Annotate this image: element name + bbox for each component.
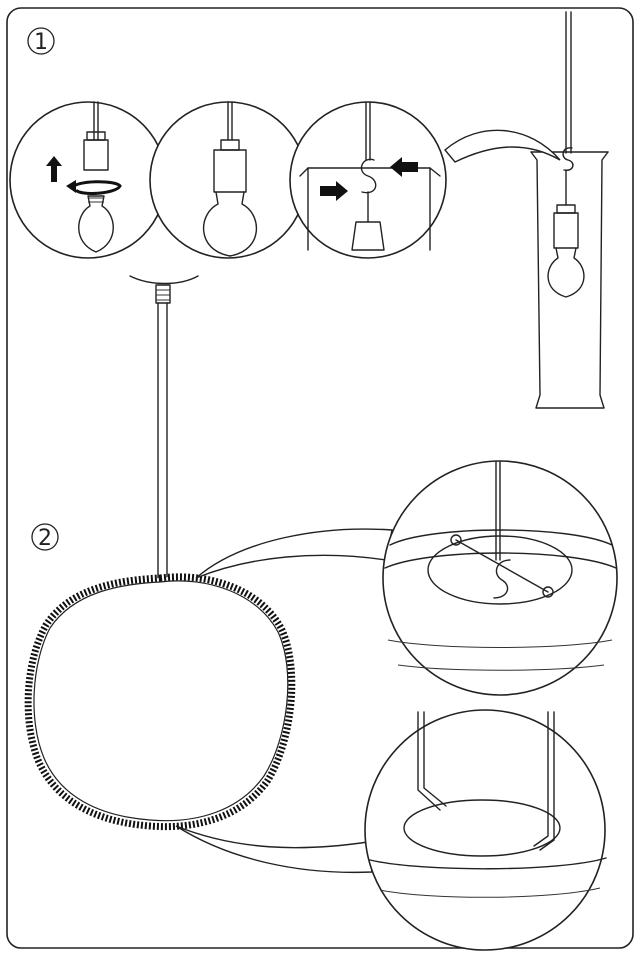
callout-swoosh-2 xyxy=(195,528,393,579)
pendant-shade-figure xyxy=(530,11,609,409)
fluffy-pendant-shade xyxy=(24,573,296,831)
callout-swoosh-1 xyxy=(444,129,561,163)
detail-circle-screw-bulb xyxy=(149,101,307,259)
step-1-label: 1 xyxy=(34,30,48,55)
detail-circle-hook-shade xyxy=(289,101,447,259)
left-arrow-icon xyxy=(390,157,418,177)
detail-circle-frame-bottom xyxy=(364,709,607,951)
detail-circle-hook-top xyxy=(382,460,618,696)
right-arrow-icon xyxy=(320,181,348,201)
rotate-arrow-icon xyxy=(70,180,122,195)
up-arrow-icon xyxy=(46,156,62,182)
step-1-marker: 1 xyxy=(27,27,55,55)
ceiling-canopy xyxy=(129,275,199,579)
detail-circle-remove-ring xyxy=(9,101,167,259)
step-2-marker: 2 xyxy=(31,523,59,551)
step-2-label: 2 xyxy=(38,526,52,551)
